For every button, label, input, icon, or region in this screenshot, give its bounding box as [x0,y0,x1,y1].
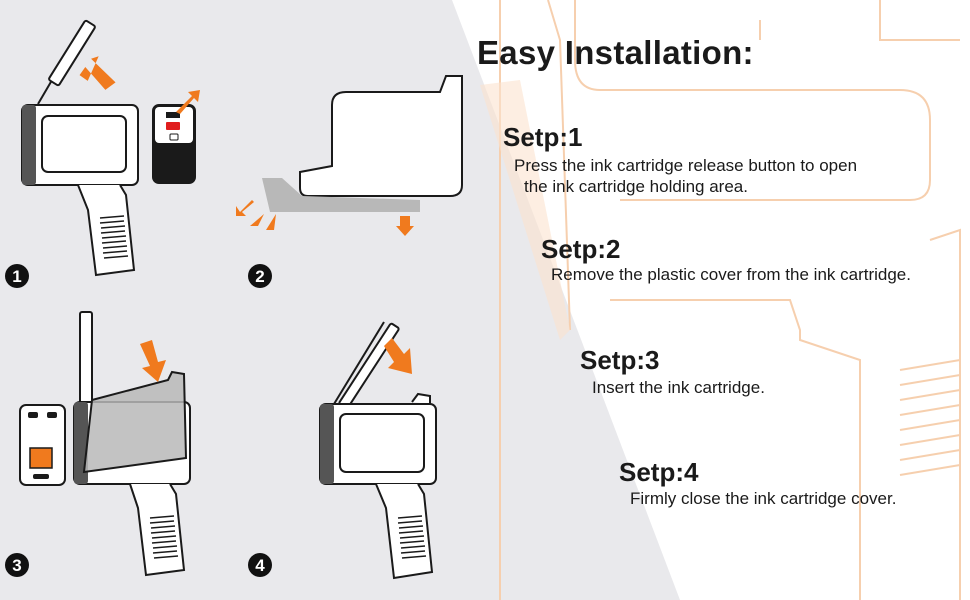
arrow-icon [176,90,200,114]
step3-description: Insert the ink cartridge. [592,378,765,397]
step-badge-4: 4 [248,553,272,577]
arrow-icon [140,340,166,382]
step4-description: Firmly close the ink cartridge cover. [630,489,897,508]
step3-cartridge-icon [19,404,66,486]
step1-line1: Press the ink cartridge release button t… [514,156,858,175]
step3-heading: Setp:3 [580,345,660,375]
watermark-printer-outline [499,0,961,600]
step4-printer-icon [319,321,437,580]
svg-text:2: 2 [255,267,264,286]
step-badge-2: 2 [248,264,272,288]
step2-heading: Setp:2 [541,234,621,264]
watermark-band [480,80,570,340]
step2-description: Remove the plastic cover from the ink ca… [551,265,911,284]
svg-text:4: 4 [255,556,265,575]
arrow-icon [236,200,414,236]
step1-line2: the ink cartridge holding area. [524,177,748,196]
step1-description: Press the ink cartridge release button t… [514,155,857,197]
step2-cartridge-icon [262,75,463,212]
step1-printer-icon [21,19,139,277]
svg-text:1: 1 [12,267,21,286]
step-badge-1: 1 [5,264,29,288]
step1-heading: Setp:1 [503,122,583,152]
step-badge-3: 3 [5,553,29,577]
gray-panel [0,0,680,600]
step1-cartridge-icon [152,104,196,184]
step4-heading: Setp:4 [619,457,699,487]
svg-text:3: 3 [12,556,21,575]
step3-printer-icon [73,311,191,577]
page-title: Easy Installation: [477,34,754,71]
arrow-icon [79,56,116,90]
arrow-icon [384,338,412,374]
